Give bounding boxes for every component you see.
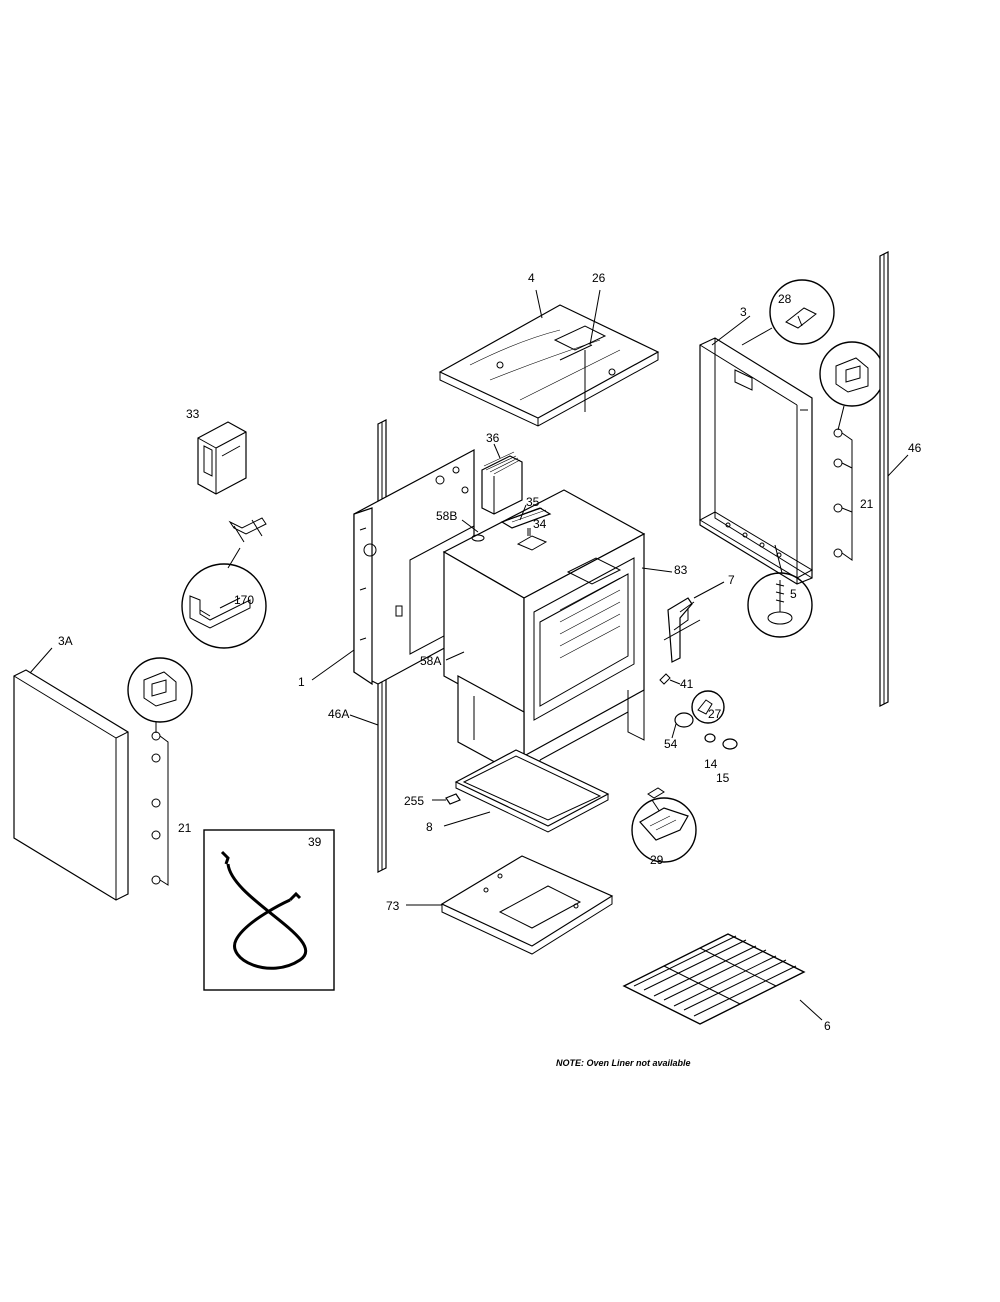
part-4-top-panel	[438, 304, 660, 427]
label-5: 5	[790, 587, 797, 601]
part-58a-oven-cavity	[442, 489, 646, 809]
label-46: 46	[908, 441, 922, 455]
part-3-right-side-panel	[698, 337, 814, 585]
label-33: 33	[186, 407, 200, 421]
callout-28-clip	[741, 279, 835, 346]
label-255: 255	[404, 794, 424, 808]
label-46a: 46A	[328, 707, 349, 721]
part-46-right-trim	[879, 251, 889, 707]
label-14: 14	[704, 757, 718, 771]
part-8-bottom-tray	[454, 749, 610, 833]
label-54: 54	[664, 737, 678, 751]
label-21-left: 21	[178, 821, 192, 835]
part-33-bracket-box	[197, 421, 247, 495]
label-29: 29	[650, 853, 664, 867]
label-27: 27	[708, 707, 722, 721]
callout-clip-right	[819, 341, 885, 431]
part-6-oven-rack	[622, 933, 806, 1025]
label-3: 3	[740, 305, 747, 319]
part-73-drawer-panel	[440, 855, 614, 955]
label-58a: 58A	[420, 654, 441, 668]
label-15: 15	[716, 771, 730, 785]
part-36-vent-duct	[481, 451, 523, 515]
label-3a: 3A	[58, 634, 73, 648]
label-8: 8	[426, 820, 433, 834]
callout-29-igniter	[631, 787, 697, 863]
label-7: 7	[728, 573, 735, 587]
part-35-34-sensor	[500, 507, 552, 551]
label-170: 170	[234, 593, 254, 607]
diagram-note: NOTE: Oven Liner not available	[556, 1058, 691, 1068]
label-35: 35	[526, 495, 540, 509]
part-21-clips-right	[833, 428, 853, 561]
label-34: 34	[533, 517, 547, 531]
part-39-power-cord	[203, 829, 335, 991]
part-21-clips-left	[151, 731, 169, 886]
callout-clip-left	[127, 657, 193, 733]
label-26: 26	[592, 271, 606, 285]
label-28: 28	[778, 292, 792, 306]
label-83: 83	[674, 563, 688, 577]
label-21-right: 21	[860, 497, 874, 511]
label-4: 4	[528, 271, 535, 285]
part-170-bracket	[181, 517, 267, 649]
callout-5-leveling-leg	[747, 544, 813, 638]
label-58b: 58B	[436, 509, 457, 523]
part-41-27-light-socket	[659, 673, 725, 724]
label-39: 39	[308, 835, 322, 849]
label-41: 41	[680, 677, 694, 691]
part-7-door-hinge	[663, 597, 701, 663]
part-3a-left-side-panel	[13, 669, 129, 901]
label-73: 73	[386, 899, 400, 913]
part-255-clip	[445, 793, 461, 805]
label-36: 36	[486, 431, 500, 445]
label-1: 1	[298, 675, 305, 689]
label-6: 6	[824, 1019, 831, 1033]
part-54-14-15-lamp	[671, 712, 738, 750]
